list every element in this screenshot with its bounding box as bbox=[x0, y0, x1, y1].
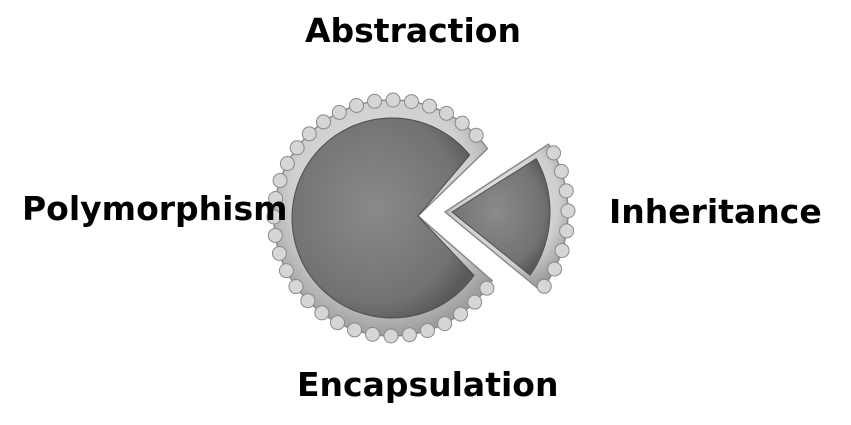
crimp-bump bbox=[558, 183, 574, 199]
pie-filling bbox=[291, 117, 475, 319]
crimp-bump bbox=[365, 326, 381, 342]
crimp-bump bbox=[383, 328, 399, 344]
crimp-bump bbox=[401, 327, 417, 343]
crimp-bump bbox=[385, 92, 401, 108]
pie-main-body bbox=[266, 92, 495, 344]
crimp-bump bbox=[438, 105, 454, 121]
crimp-bump bbox=[288, 279, 304, 295]
pie-crimped-edge bbox=[266, 92, 495, 344]
crimp-bump bbox=[419, 323, 435, 339]
crimp-bump bbox=[553, 163, 569, 179]
crimp-bump bbox=[559, 223, 575, 239]
crimp-bump bbox=[267, 227, 283, 243]
crimp-bump bbox=[479, 280, 495, 296]
crimp-bump bbox=[554, 242, 570, 258]
crimp-bump bbox=[330, 315, 346, 331]
crimp-bump bbox=[272, 173, 288, 189]
crimp-bump bbox=[349, 97, 365, 113]
crimp-bump bbox=[300, 293, 316, 309]
crimp-bump bbox=[279, 156, 295, 172]
crimp-bump bbox=[268, 191, 284, 207]
crimp-bump bbox=[278, 263, 294, 279]
crimp-bump bbox=[547, 261, 563, 277]
label-inheritance: Inheritance bbox=[609, 192, 822, 231]
slice-filling bbox=[451, 157, 551, 276]
crimp-bump bbox=[314, 305, 330, 321]
pie-slice bbox=[443, 143, 576, 294]
crimp-bump bbox=[289, 140, 305, 156]
crimp-bump bbox=[271, 245, 287, 261]
crimp-bump bbox=[367, 93, 383, 109]
crimp-bump bbox=[536, 278, 552, 294]
crimp-bump bbox=[347, 322, 363, 338]
crimp-bump bbox=[453, 306, 469, 322]
crimp-bump bbox=[315, 114, 331, 130]
crimp-bump bbox=[301, 126, 317, 142]
label-abstraction: Abstraction bbox=[305, 11, 521, 50]
crimp-bump bbox=[454, 115, 470, 131]
crimp-bump bbox=[421, 98, 437, 114]
crimp-bump bbox=[546, 145, 562, 161]
crimp-bump bbox=[403, 94, 419, 110]
slice-crimped-edge bbox=[536, 145, 576, 294]
crimp-bump bbox=[331, 104, 347, 120]
crimp-bump bbox=[437, 316, 453, 332]
label-polymorphism: Polymorphism bbox=[22, 189, 288, 228]
crimp-bump bbox=[468, 127, 484, 143]
crimp-bump bbox=[467, 294, 483, 310]
crimp-bump bbox=[560, 203, 576, 219]
label-encapsulation: Encapsulation bbox=[297, 365, 559, 404]
crimp-bump bbox=[266, 209, 282, 225]
